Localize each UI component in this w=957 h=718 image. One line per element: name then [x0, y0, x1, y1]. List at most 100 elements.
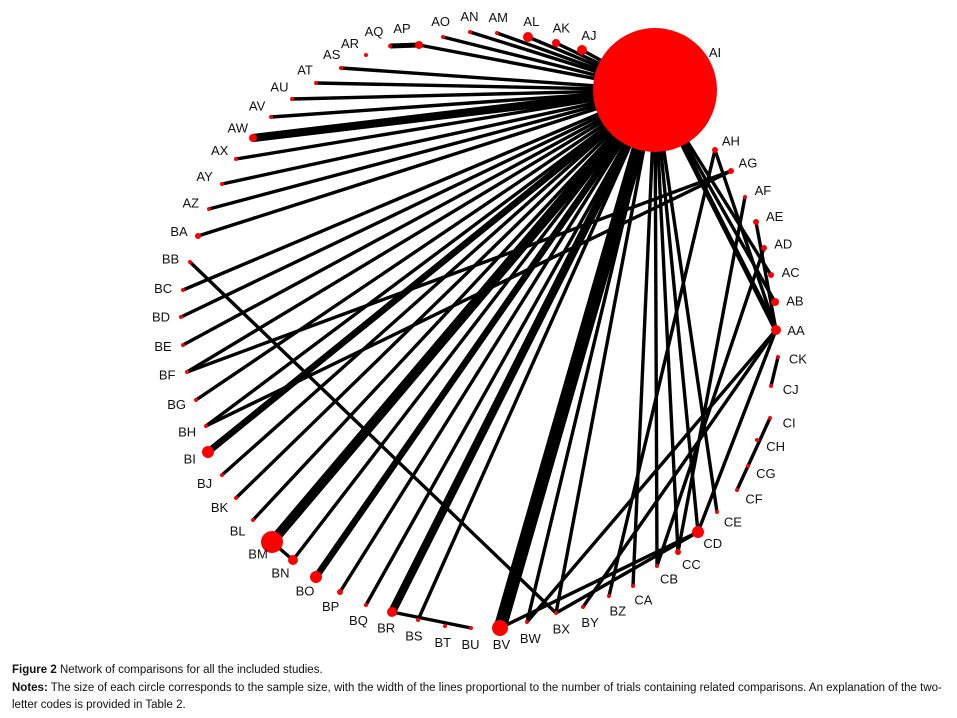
node-label-ay: AY — [196, 169, 213, 184]
notes-text: The size of each circle corresponds to t… — [12, 682, 942, 711]
node-be — [181, 343, 185, 347]
node-aw — [249, 134, 257, 142]
edge-ai-bx — [554, 89, 657, 614]
node-as — [339, 66, 343, 70]
labels-layer: AAABACADAEAFAGAHAIAJAKALAMANAOAPAQARASAT… — [152, 9, 807, 652]
node-bi — [202, 446, 214, 458]
node-label-bm: BM — [248, 546, 268, 561]
edge-ai-bf — [186, 88, 656, 374]
node-ai — [593, 28, 717, 152]
node-label-ce: CE — [724, 515, 742, 530]
edge-ah-bz — [607, 149, 717, 597]
node-al — [523, 32, 533, 42]
node-label-cg: CG — [756, 466, 776, 481]
node-label-bw: BW — [520, 631, 542, 646]
edge-aa-cd — [696, 329, 778, 533]
node-bn — [288, 555, 298, 565]
node-label-bo: BO — [296, 583, 315, 598]
edge-ap-aq — [389, 42, 420, 49]
node-label-ac: AC — [782, 265, 800, 280]
node-cd — [692, 526, 704, 538]
node-label-ak: AK — [553, 21, 571, 36]
node-bm — [261, 531, 283, 553]
node-label-bv: BV — [493, 637, 511, 652]
node-label-bt: BT — [434, 635, 451, 650]
node-label-ai: AI — [709, 45, 721, 60]
edge-ai-ay — [221, 88, 656, 186]
edge-ai-ba — [197, 88, 656, 238]
node-bx — [554, 611, 558, 615]
node-label-be: BE — [154, 339, 172, 354]
node-label-au: AU — [270, 80, 288, 95]
node-label-bl: BL — [230, 523, 246, 538]
node-label-bg: BG — [167, 397, 186, 412]
edge-cd-bv — [499, 530, 699, 630]
edge-ai-bq — [364, 89, 657, 606]
edge-ai-ax — [235, 88, 656, 161]
edge-ai-ce — [653, 89, 719, 513]
node-label-cb: CB — [660, 572, 678, 587]
edge-aa-by — [581, 329, 778, 608]
node-bf — [185, 370, 189, 374]
edge-ai-bc — [182, 88, 656, 292]
node-am — [495, 31, 499, 35]
node-ax — [234, 157, 238, 161]
edge-ai-bn — [291, 88, 657, 562]
edge-ai-bs — [416, 89, 657, 621]
edge-bb-bx — [188, 260, 558, 615]
figure-title: Network of comparisons for all the inclu… — [59, 664, 323, 676]
edge-af-cc — [676, 196, 747, 553]
node-bk — [234, 496, 238, 500]
edge-ai-bh — [204, 88, 657, 428]
node-ak — [552, 39, 560, 47]
node-ah — [712, 147, 718, 153]
node-label-an: AN — [460, 9, 478, 24]
node-au — [290, 97, 294, 101]
node-ao — [441, 35, 445, 39]
node-label-as: AS — [323, 47, 341, 62]
node-ad — [761, 245, 767, 251]
network-diagram: AAABACADAEAFAGAHAIAJAKALAMANAOAPAQARASAT… — [152, 9, 807, 652]
node-label-af: AF — [755, 183, 772, 198]
node-bv — [492, 620, 508, 636]
edge-ag-bh — [205, 169, 732, 428]
figure-caption: Figure 2 Network of comparisons for all … — [12, 662, 952, 679]
node-label-ax: AX — [211, 143, 229, 158]
edge-br-bu — [391, 610, 472, 630]
node-bw — [525, 620, 529, 624]
node-label-ao: AO — [431, 14, 450, 29]
node-bc — [181, 288, 185, 292]
node-cj — [769, 384, 773, 388]
edge-ai-be — [182, 88, 656, 347]
node-ap — [415, 41, 423, 49]
node-bz — [607, 594, 611, 598]
node-label-br: BR — [377, 620, 395, 635]
node-by — [581, 605, 585, 609]
node-az — [207, 207, 211, 211]
edges-layer — [180, 30, 780, 630]
node-bs — [416, 618, 420, 622]
edge-ai-bv — [493, 88, 662, 630]
notes-label: Notes: — [12, 682, 48, 694]
node-label-at: AT — [297, 63, 313, 78]
node-ac — [768, 272, 774, 278]
node-av — [269, 115, 273, 119]
node-label-ah: AH — [722, 133, 740, 148]
node-label-al: AL — [523, 14, 539, 29]
edge-ai-bo — [313, 88, 658, 579]
nodes-layer — [179, 28, 781, 636]
node-ce — [715, 510, 719, 514]
node-cb — [655, 564, 659, 568]
node-bd — [179, 315, 183, 319]
edge-ai-bg — [195, 88, 656, 402]
node-bj — [220, 473, 224, 477]
node-label-ag: AG — [739, 155, 758, 170]
node-bh — [204, 424, 208, 428]
edge-ai-aw — [252, 85, 656, 143]
node-label-cf: CF — [745, 491, 762, 506]
node-label-bs: BS — [405, 629, 423, 644]
edge-ai-bw — [525, 89, 657, 623]
node-label-ap: AP — [393, 21, 410, 36]
node-bo — [310, 571, 322, 583]
node-bb — [188, 260, 192, 264]
